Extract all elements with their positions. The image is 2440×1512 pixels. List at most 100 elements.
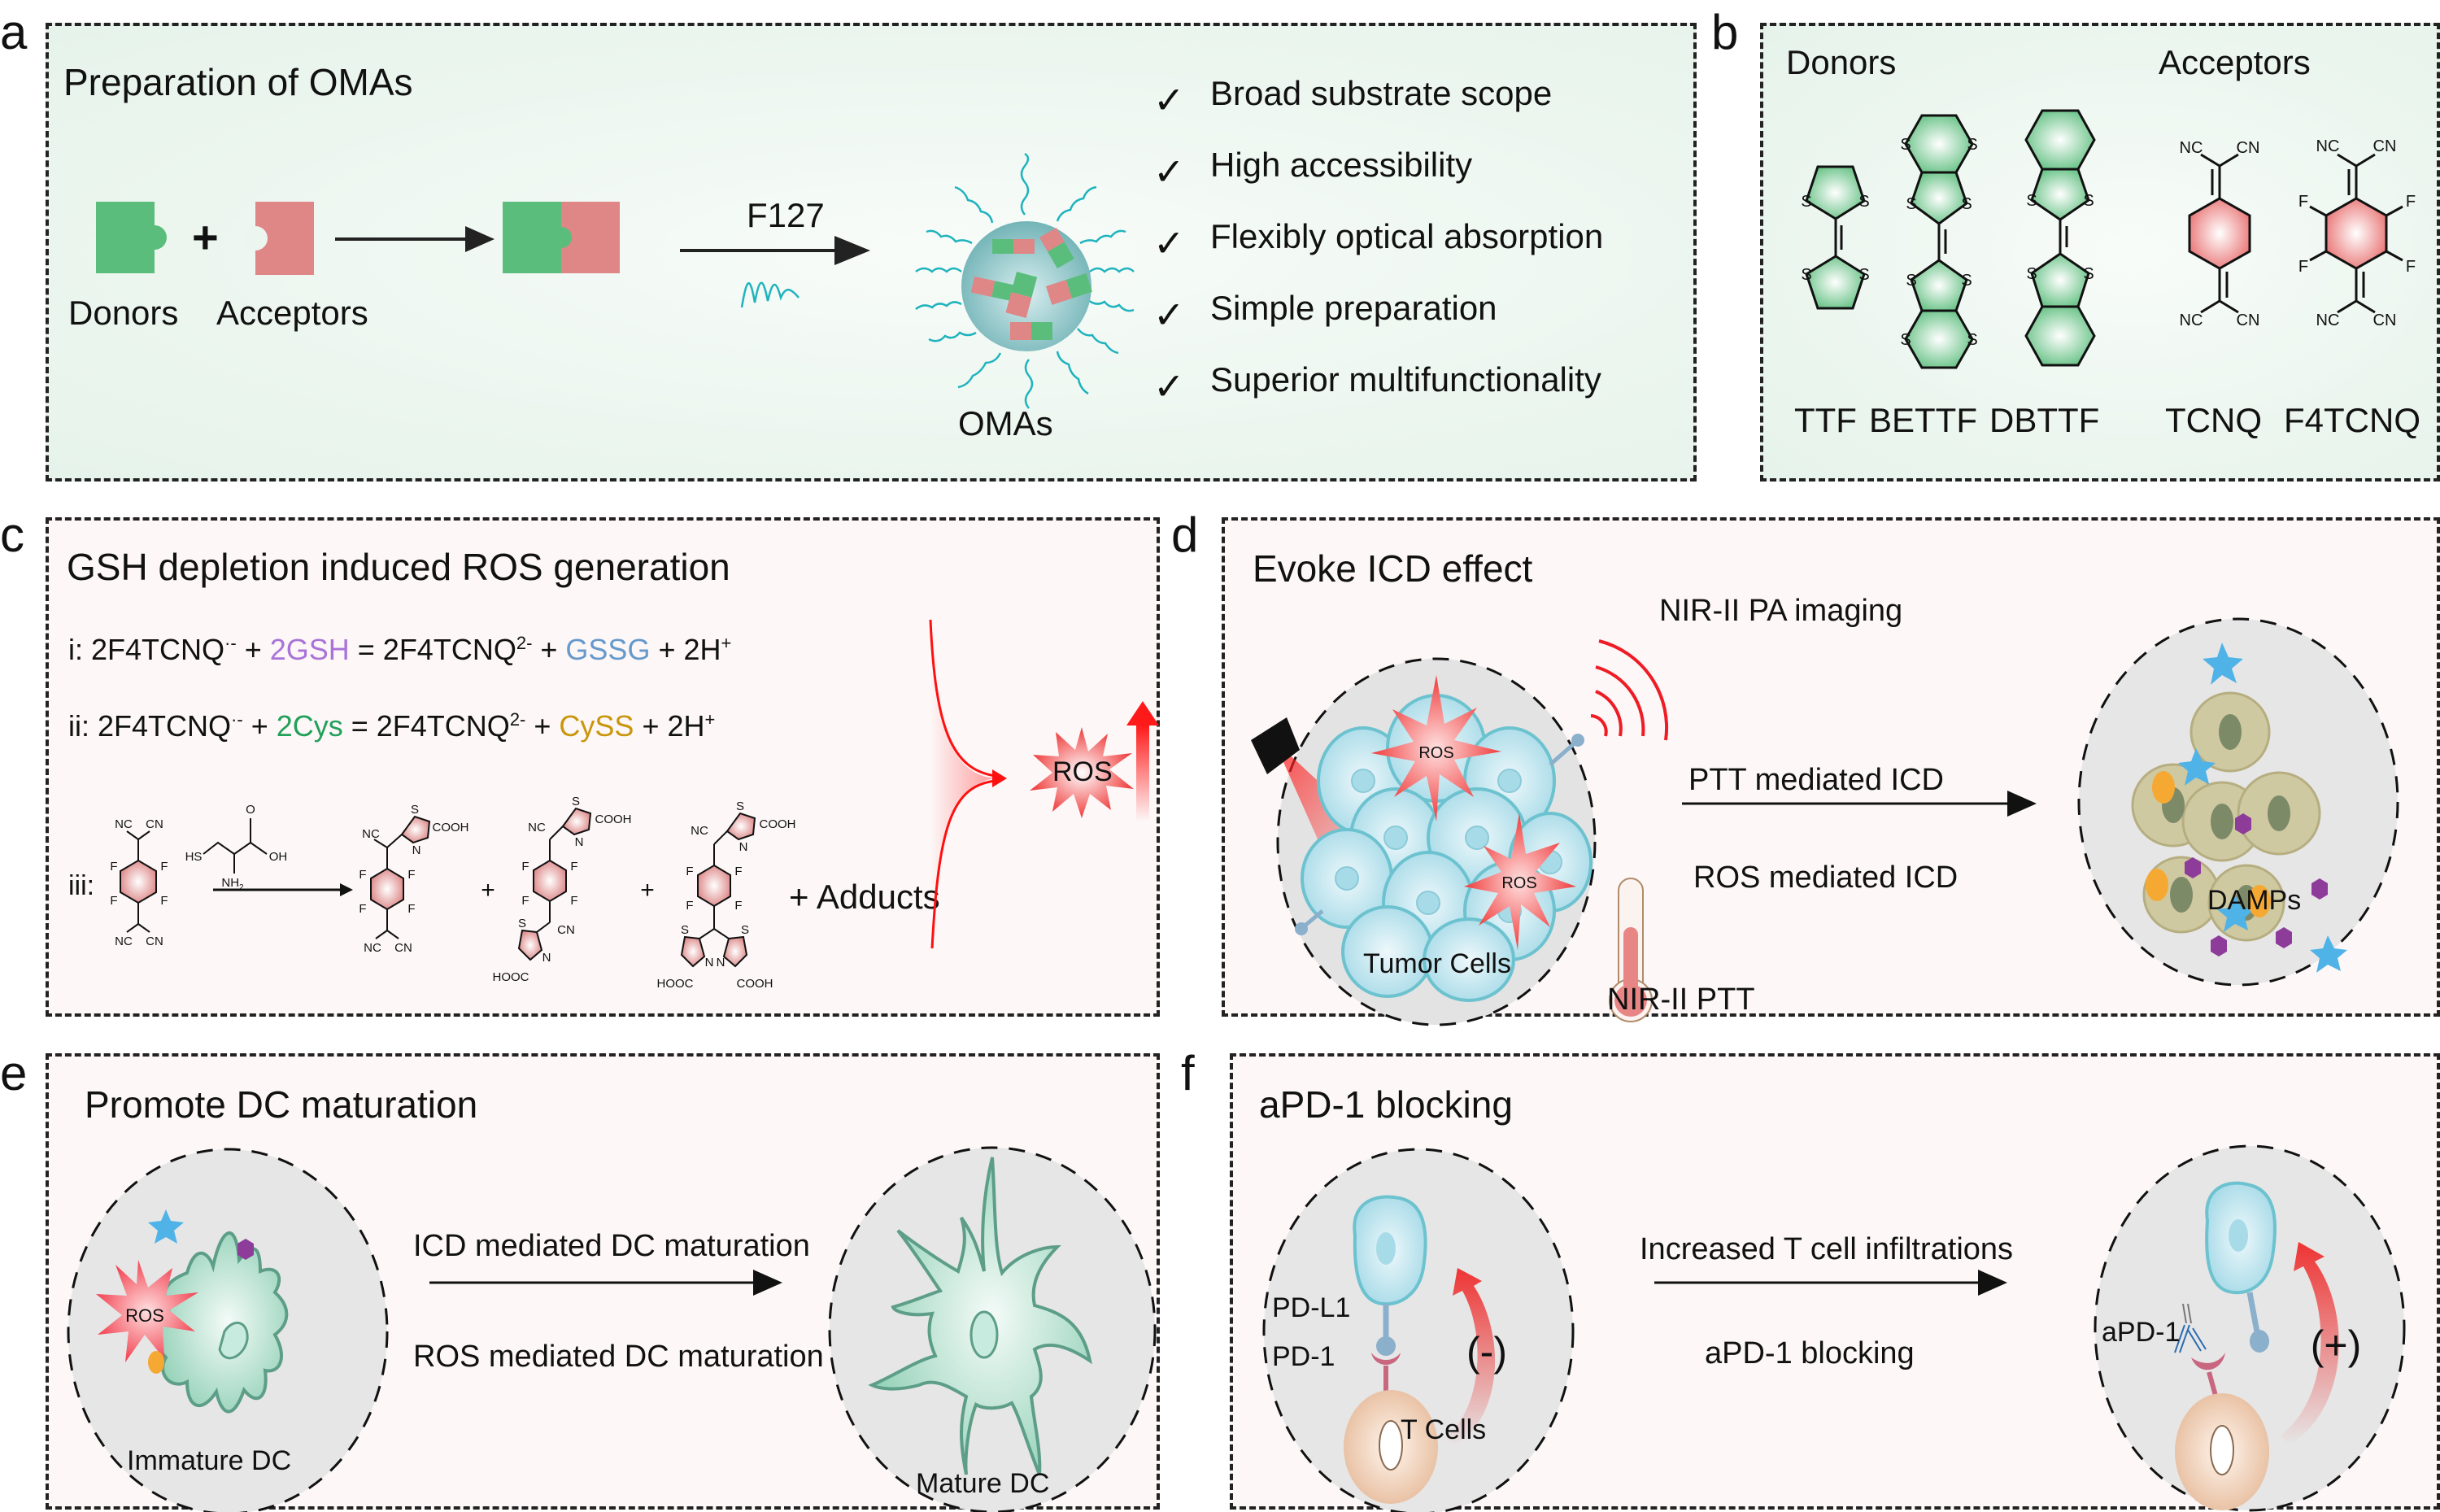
atom-nc: NC	[2316, 312, 2340, 329]
feature-text: Broad substrate scope	[1210, 74, 1553, 112]
donor-name-bettf: BETTF	[1869, 401, 1977, 439]
proton-sup: +	[704, 709, 716, 730]
acceptors-label: Acceptors	[216, 294, 368, 332]
atom-label: CN	[146, 935, 163, 948]
damp-star-icon	[2217, 895, 2255, 932]
damp-star-icon	[2178, 748, 2216, 786]
atom-label: S	[411, 803, 419, 817]
panel-a-title: Preparation of OMAs	[63, 61, 413, 103]
eq-text: i: 2F4TCNQ	[68, 633, 225, 666]
atom-label: F	[686, 899, 693, 913]
atom-label: N	[717, 956, 725, 970]
atom-label: F	[160, 860, 168, 874]
blocking-label: aPD-1 blocking	[1705, 1336, 1915, 1370]
gsh-term: 2GSH	[269, 633, 350, 666]
atom-label: HOOC	[657, 977, 694, 991]
laser-icon	[1251, 717, 1300, 774]
pd1-receptor-icon	[1371, 1353, 1401, 1365]
bettf-structure	[1904, 114, 1974, 369]
damp-sphere-icon	[2152, 771, 2175, 804]
cyss-term: CySS	[559, 709, 634, 743]
panel-label-e: e	[0, 1046, 28, 1100]
donor-name-ttf: TTF	[1794, 401, 1857, 439]
pa-imaging-label: NIR-II PA imaging	[1659, 594, 1903, 628]
acceptors-heading: Acceptors	[2159, 43, 2311, 81]
atom-label: F	[110, 860, 117, 874]
panel-label-b: b	[1711, 5, 1739, 59]
mature-dc-illustration	[828, 1146, 1157, 1512]
panel-b: Donors Acceptors	[1760, 23, 2440, 481]
panel-label-a: a	[0, 5, 28, 59]
increase-arrow-icon	[1126, 701, 1159, 821]
feature-text: High accessibility	[1210, 146, 1473, 184]
arrow-right-icon	[1682, 791, 2037, 817]
atom-label: F	[521, 894, 529, 908]
dying-cells-illustration	[2077, 617, 2399, 987]
f4tcnq-structure	[2309, 153, 2403, 314]
omas-label: OMAs	[958, 404, 1053, 442]
tumor-cells-label: Tumor Cells	[1363, 948, 1511, 979]
panel-label-f: f	[1181, 1046, 1195, 1100]
donors-label: Donors	[68, 294, 179, 332]
apd1-antibody-icon	[2174, 1303, 2207, 1353]
tcnq-structure	[2188, 153, 2251, 314]
atom-f: F	[2298, 258, 2308, 276]
pd1-blocked-illustration: (+)	[2094, 1144, 2406, 1512]
panel-label-c: c	[0, 508, 24, 562]
atom-label: CN	[557, 923, 575, 937]
arrow-right-icon	[429, 1270, 782, 1296]
f127-arrow-icon	[680, 236, 870, 265]
ttf-structure	[1805, 165, 1866, 310]
check-icon: ✓	[1153, 78, 1185, 122]
apd1-label: aPD-1	[2102, 1317, 2181, 1348]
panel-c-title: GSH depletion induced ROS generation	[67, 546, 730, 588]
donor-name-dbttf: DBTTF	[1989, 401, 2100, 439]
atom-label: NC	[362, 827, 380, 841]
atom-s: S	[2083, 192, 2094, 210]
atom-s: S	[2026, 265, 2037, 283]
panel-e-title: Promote DC maturation	[85, 1083, 478, 1126]
atom-label: N	[542, 951, 551, 965]
panel-d-title: Evoke ICD effect	[1253, 547, 1533, 590]
cys-hs: HS	[185, 850, 203, 864]
atom-s: S	[1906, 195, 1916, 213]
atom-label: COOH	[433, 821, 469, 834]
atom-f: F	[2406, 193, 2416, 211]
donor-puzzle-icon	[96, 202, 167, 273]
panel-e: Promote DC maturation ROS Immature DC IC…	[46, 1053, 1160, 1512]
immature-dc-illustration: ROS	[67, 1148, 389, 1512]
inhibition-sign: (-)	[1466, 1329, 1507, 1375]
atom-label: COOH	[595, 813, 632, 826]
atom-label: F	[407, 902, 415, 916]
atom-label: N	[412, 843, 421, 857]
atom-label: F	[110, 894, 117, 908]
atom-label: S	[681, 923, 689, 937]
atom-label: N	[575, 835, 584, 849]
panel-f-title: aPD-1 blocking	[1259, 1083, 1513, 1126]
damp-star-icon	[2310, 935, 2347, 973]
infiltration-label: Increased T cell infiltrations	[1640, 1232, 2014, 1266]
atom-label: NC	[115, 817, 133, 831]
damp-star-icon	[2203, 643, 2243, 685]
ros-label: ROS	[125, 1305, 164, 1326]
adducts-label: + Adducts	[789, 878, 940, 916]
check-icon: ✓	[1153, 221, 1185, 265]
atom-label: N	[739, 840, 748, 854]
atom-s: S	[1801, 193, 1811, 211]
atom-s: S	[1858, 193, 1869, 211]
damp-hexagon-icon	[237, 1239, 254, 1260]
tumor-illustration: ROS ROS	[1251, 639, 1669, 1026]
atom-label: S	[572, 795, 580, 808]
atom-s: S	[1906, 272, 1916, 290]
polymer-chain-icon	[740, 281, 800, 308]
cys-oh: OH	[269, 850, 288, 864]
plus-sign: +	[481, 877, 495, 904]
pd1-receptor-icon	[2191, 1353, 2225, 1370]
atom-label: HOOC	[493, 970, 529, 984]
atom-label: N	[705, 956, 714, 970]
ros-icd-label: ROS mediated ICD	[1693, 861, 1959, 895]
cys-term: 2Cys	[276, 709, 343, 743]
ptt-icd-label: PTT mediated ICD	[1688, 763, 1944, 797]
plus-sign: +	[192, 211, 219, 263]
